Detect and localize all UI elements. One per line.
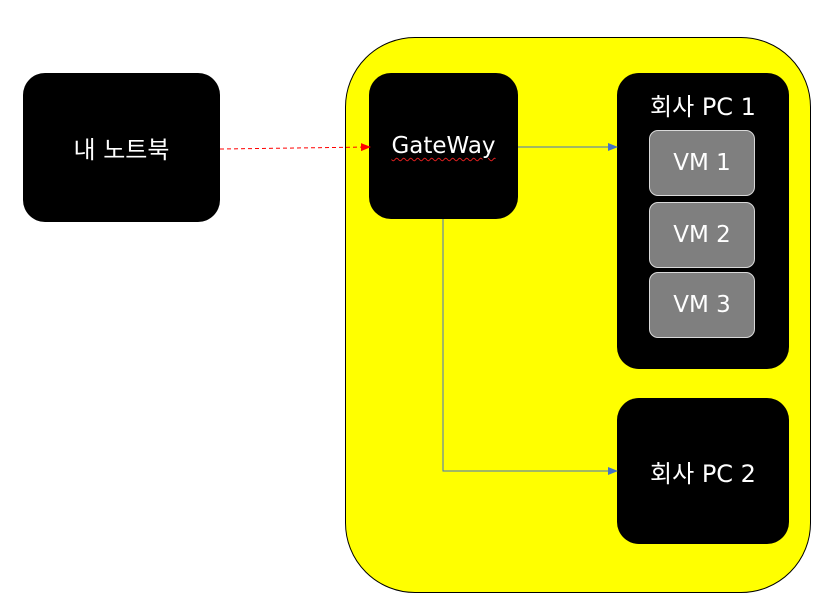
vm-3-node: VM 3	[649, 272, 755, 338]
company-pc-2-node: 회사 PC 2	[617, 398, 789, 544]
company-pc-1-label: 회사 PC 1	[650, 93, 756, 121]
laptop-node: 내 노트북	[23, 73, 220, 222]
vm-1-node: VM 1	[649, 130, 755, 196]
gateway-node: GateWay	[369, 73, 518, 219]
vm-1-label: VM 1	[673, 150, 731, 176]
vm-3-label: VM 3	[673, 292, 731, 318]
gateway-label: GateWay	[391, 133, 496, 159]
company-pc-2-label: 회사 PC 2	[650, 459, 756, 488]
vm-2-label: VM 2	[673, 222, 731, 248]
vm-2-node: VM 2	[649, 202, 755, 268]
laptop-label: 내 노트북	[73, 136, 170, 164]
